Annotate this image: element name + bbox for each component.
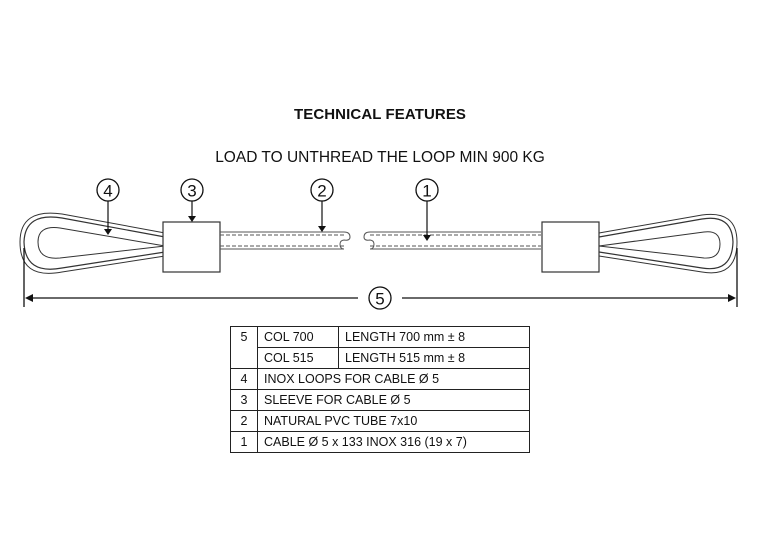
row-description: CABLE Ø 5 x 133 INOX 316 (19 x 7)	[257, 431, 530, 453]
callout-2: 2	[310, 178, 334, 232]
dimension-5: 5	[23, 248, 738, 310]
table-row: 4 INOX LOOPS FOR CABLE Ø 5	[230, 368, 530, 390]
row-description: NATURAL PVC TUBE 7x10	[257, 410, 530, 432]
callout-3-label: 3	[187, 182, 196, 201]
callout-4: 4	[96, 178, 120, 235]
table-row: 3 SLEEVE FOR CABLE Ø 5	[230, 389, 530, 411]
model-length: LENGTH 700 mm ± 8	[338, 326, 530, 348]
table-row: 5 COL 700 LENGTH 700 mm ± 8	[230, 326, 530, 369]
table-row: COL 515 LENGTH 515 mm ± 8	[231, 347, 530, 369]
diagram-title: TECHNICAL FEATURES	[293, 106, 467, 123]
left-tube	[220, 231, 351, 250]
callout-4-label: 4	[103, 182, 112, 201]
left-arrowhead	[25, 294, 33, 302]
row-description: SLEEVE FOR CABLE Ø 5	[257, 389, 530, 411]
load-spec-subtitle: LOAD TO UNTHREAD THE LOOP MIN 900 KG	[215, 149, 545, 166]
table-row: 2 NATURAL PVC TUBE 7x10	[230, 410, 530, 432]
row-number: 2	[230, 410, 258, 432]
callout-3: 3	[180, 178, 204, 222]
right-sleeve	[541, 221, 600, 273]
row-number: 5	[230, 326, 258, 369]
callout-2-label: 2	[317, 182, 326, 201]
spec-table: 5 COL 700 LENGTH 700 mm ± 8 COL 515 LENG…	[230, 326, 530, 453]
row-description: INOX LOOPS FOR CABLE Ø 5	[257, 368, 530, 390]
left-sleeve	[162, 221, 221, 273]
left-loop	[19, 212, 166, 274]
model-code: COL 515	[257, 347, 339, 369]
row-number: 1	[230, 431, 258, 453]
callout-1: 1	[415, 178, 439, 241]
right-arrowhead	[728, 294, 736, 302]
row-number: 3	[230, 389, 258, 411]
callout-1-label: 1	[422, 182, 431, 201]
model-code: COL 700	[257, 326, 339, 348]
right-loop	[598, 213, 738, 274]
row-number: 4	[230, 368, 258, 390]
callout-5-label: 5	[375, 290, 384, 309]
table-row: 1 CABLE Ø 5 x 133 INOX 316 (19 x 7)	[230, 431, 530, 453]
model-length: LENGTH 515 mm ± 8	[338, 347, 530, 369]
right-tube	[363, 231, 541, 250]
